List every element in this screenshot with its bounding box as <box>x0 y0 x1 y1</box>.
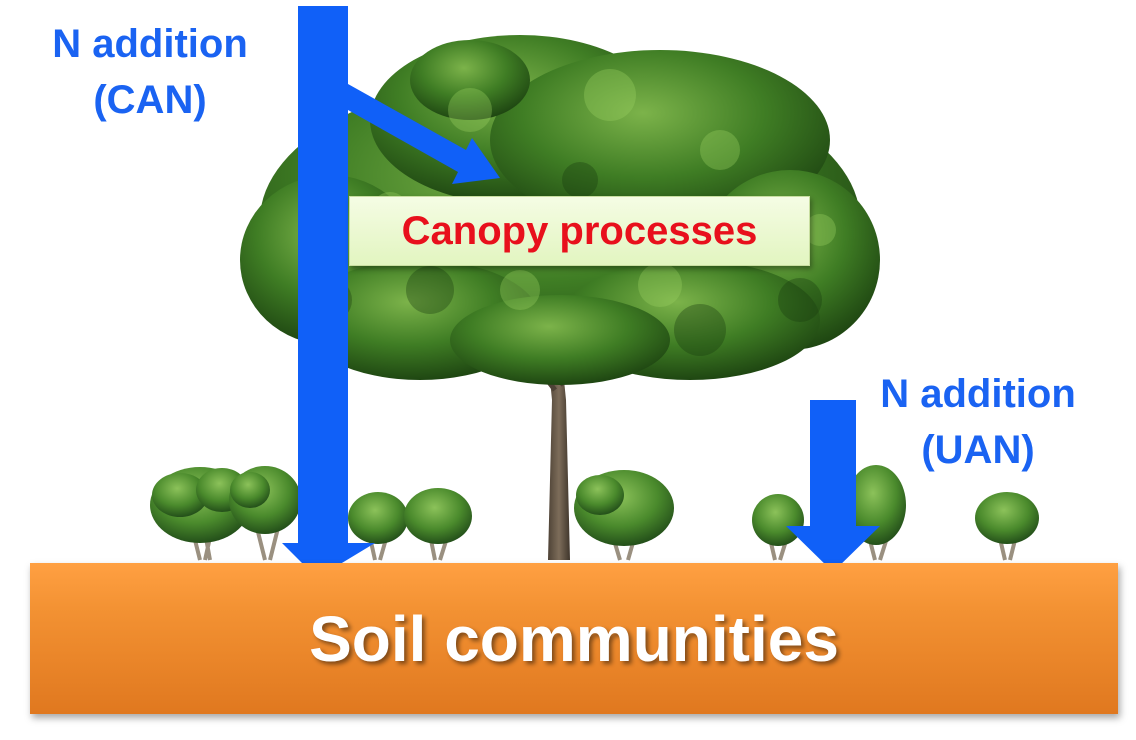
uan-arrow-shaft <box>810 400 856 526</box>
can-arrow-shaft <box>298 6 348 546</box>
canopy-processes-box: Canopy processes <box>349 196 810 266</box>
soil-communities-label: Soil communities <box>309 602 839 675</box>
can-type-text: (CAN) <box>93 78 207 122</box>
uan-soil-arrow <box>786 526 880 572</box>
can-canopy-arrow <box>348 84 500 184</box>
can-label: N addition (CAN) <box>18 16 282 128</box>
uan-addition-text: N addition <box>880 372 1076 416</box>
can-addition-text: N addition <box>52 22 248 66</box>
canopy-processes-label: Canopy processes <box>401 208 758 253</box>
uan-type-text: (UAN) <box>921 428 1035 472</box>
tree-icon <box>240 35 880 560</box>
soil-communities-box: Soil communities <box>30 563 1118 714</box>
uan-label: N addition (UAN) <box>846 366 1110 478</box>
shrub-icon <box>150 465 1039 561</box>
arrow-icon <box>282 6 880 578</box>
